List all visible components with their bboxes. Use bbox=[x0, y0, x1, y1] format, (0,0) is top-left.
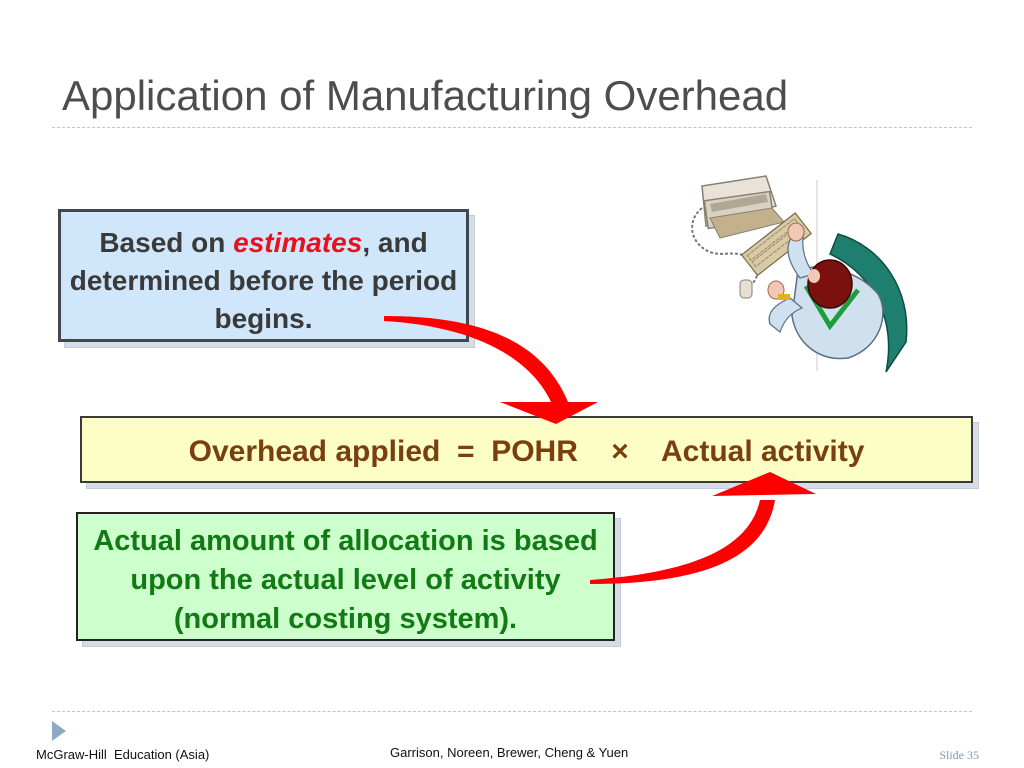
footer-divider bbox=[52, 711, 972, 712]
arrow-estimates-to-pohr-head bbox=[500, 402, 598, 424]
actual-activity-box: Actual amount of allocation is based upo… bbox=[76, 512, 615, 641]
arrow-actual-to-activity-head bbox=[712, 472, 816, 496]
person-at-computer-icon bbox=[691, 175, 908, 373]
footer-authors: Garrison, Noreen, Brewer, Cheng & Yuen bbox=[390, 745, 629, 760]
footer-publisher: McGraw-Hill Education (Asia) bbox=[36, 747, 210, 762]
arrow-estimates-to-pohr bbox=[384, 316, 568, 404]
formula-box: Overhead applied = POHR × Actual activit… bbox=[80, 416, 973, 483]
title-divider bbox=[52, 127, 972, 128]
estimates-box: Based on estimates, and determined befor… bbox=[58, 209, 469, 342]
estimates-highlight: estimates bbox=[233, 227, 363, 258]
arrow-actual-to-activity bbox=[590, 500, 775, 584]
estimates-text-after: , and determined before the period begin… bbox=[69, 227, 458, 334]
play-arrow-icon[interactable] bbox=[52, 721, 66, 741]
slide-number: Slide 35 bbox=[939, 748, 979, 762]
slide-title: Application of Manufacturing Overhead bbox=[62, 72, 789, 119]
estimates-text-before: Based on bbox=[99, 227, 234, 258]
